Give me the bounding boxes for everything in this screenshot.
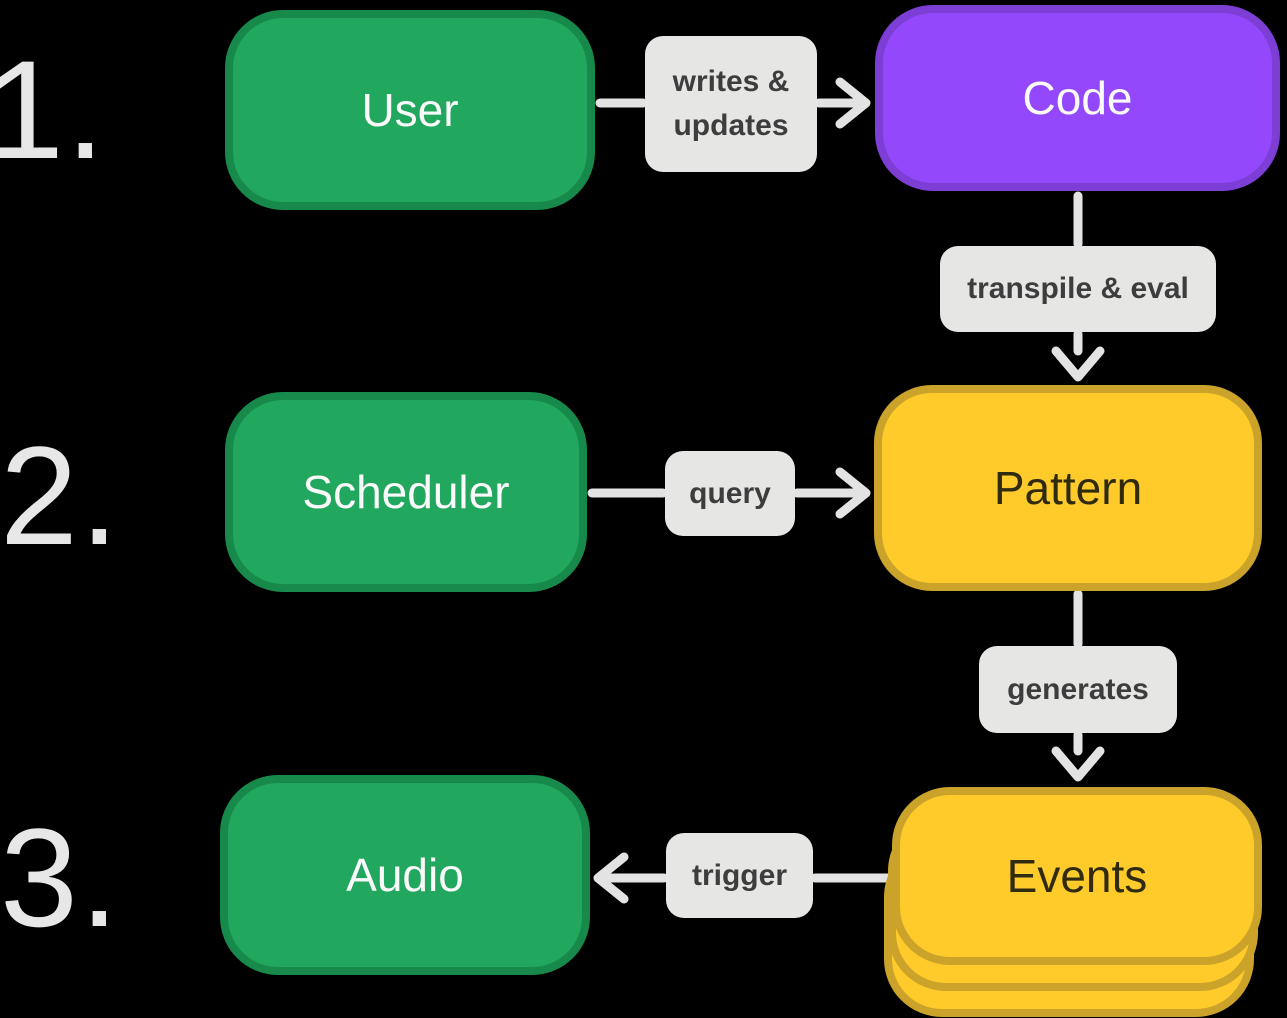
node-events-label: Events: [1006, 850, 1148, 902]
edge-user-code-arrowhead: [835, 77, 871, 129]
node-audio-label: Audio: [346, 849, 464, 901]
step-number-1: 1.: [0, 31, 107, 188]
node-pattern-label: Pattern: [993, 462, 1143, 514]
edge-label-query: query: [665, 451, 795, 536]
edge-label-generates: generates: [979, 646, 1177, 733]
edge-label-writes-line-2: updates: [673, 109, 789, 142]
edge-label-query-text: query: [689, 476, 771, 510]
step-number-3: 3.: [0, 799, 121, 956]
edge-label-writes-updates: writes & updates: [645, 36, 817, 172]
edge-scheduler-pattern-arrowhead: [835, 467, 871, 519]
node-audio: Audio: [220, 775, 590, 975]
edge-label-trigger-text: trigger: [691, 858, 787, 892]
step-number-2: 2.: [0, 417, 121, 574]
edge-label-trigger: trigger: [666, 833, 813, 918]
edge-code-pattern-arrowhead: [1051, 346, 1105, 382]
edge-pattern-events-arrowhead: [1051, 746, 1105, 782]
node-pattern: Pattern: [874, 385, 1262, 591]
edge-events-audio-arrowhead: [593, 852, 629, 904]
node-code: Code: [875, 5, 1280, 191]
edge-label-transpile-text: transpile & eval: [967, 272, 1189, 305]
edge-label-writes-line-1: writes &: [672, 65, 790, 98]
node-scheduler-label: Scheduler: [302, 466, 510, 518]
edge-label-generates-text: generates: [1007, 672, 1149, 706]
node-user: User: [225, 10, 595, 210]
node-user-label: User: [361, 84, 459, 136]
node-events: Events: [892, 787, 1262, 965]
node-code-label: Code: [1022, 72, 1133, 124]
node-events-stack: Events: [884, 787, 1262, 1018]
edge-label-transpile-eval: transpile & eval: [940, 246, 1216, 332]
node-scheduler: Scheduler: [225, 392, 587, 592]
